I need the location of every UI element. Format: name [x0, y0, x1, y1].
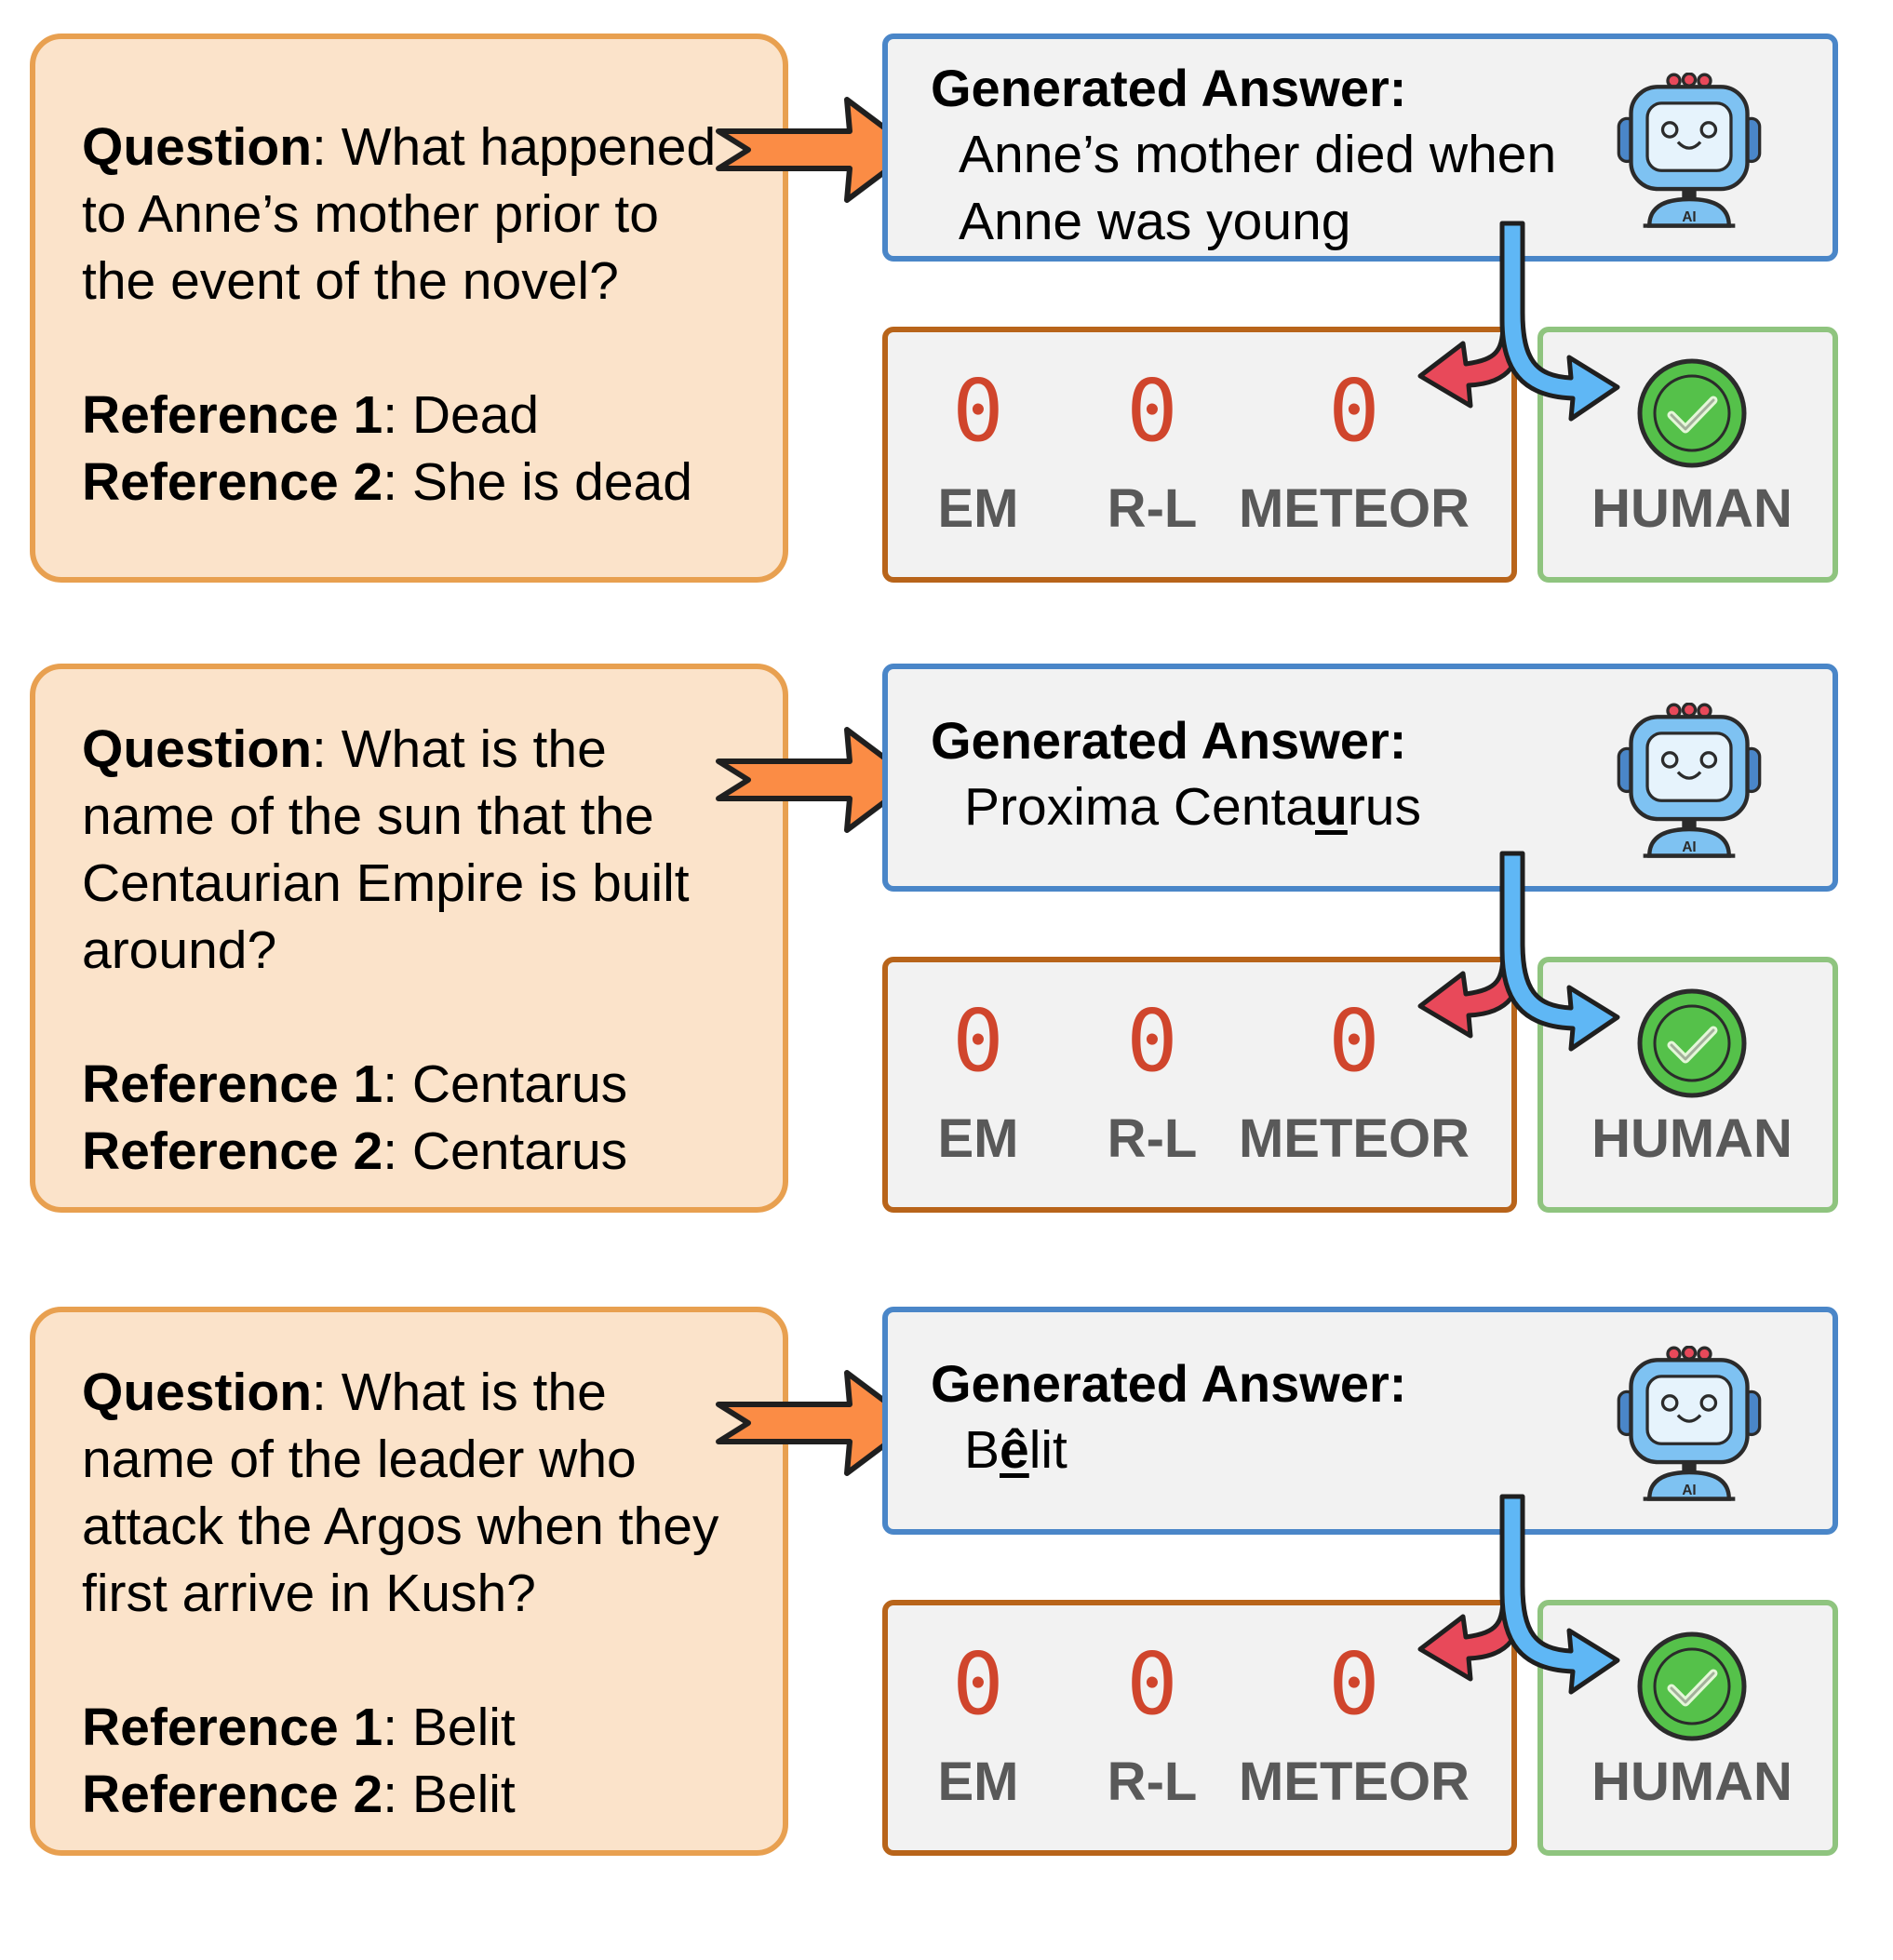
generated-answer-title: Generated Answer: — [931, 59, 1407, 117]
rl-score: 0 — [1126, 991, 1178, 1091]
question-text: Question: What is the name of the sun th… — [82, 719, 690, 980]
robot-badge-label: AI — [1682, 1483, 1696, 1498]
em-label: EM — [937, 1108, 1019, 1169]
check-circle-icon — [1634, 986, 1750, 1101]
question-text: Question: What happened to Anne’s mother… — [82, 117, 717, 311]
split-arrow-icon — [1415, 220, 1638, 452]
human-label: HUMAN — [1591, 1752, 1792, 1812]
human-label: HUMAN — [1591, 478, 1792, 539]
rl-label: R-L — [1107, 1752, 1198, 1812]
em-score: 0 — [952, 361, 1004, 461]
meteor-score: 0 — [1328, 1634, 1380, 1734]
example-3: Question: What is the name of the leader… — [0, 1307, 1893, 1865]
generated-answer-line-2: Anne was young — [959, 192, 1351, 251]
references: Reference 1: Dead Reference 2: She is de… — [82, 382, 738, 516]
metric-scores-box: 0 0 0 EM R-L METEOR — [882, 957, 1517, 1213]
em-label: EM — [937, 1752, 1019, 1812]
mismatch-letter: u — [1315, 777, 1348, 837]
split-arrow-icon — [1415, 850, 1638, 1082]
meteor-score: 0 — [1328, 361, 1380, 461]
rl-label: R-L — [1107, 1108, 1198, 1169]
generated-answer-text: Bêlit — [964, 1420, 1067, 1480]
question-text: Question: What is the name of the leader… — [82, 1363, 719, 1623]
check-circle-icon — [1634, 1629, 1750, 1744]
reference-1: Reference 1: Dead — [82, 385, 540, 445]
metric-scores-box: 0 0 0 EM R-L METEOR — [882, 1600, 1517, 1856]
meteor-score: 0 — [1328, 991, 1380, 1091]
em-score: 0 — [952, 991, 1004, 1091]
reference-1: Reference 1: Centarus — [82, 1054, 628, 1114]
meteor-label: METEOR — [1238, 1108, 1470, 1169]
question-box: Question: What happened to Anne’s mother… — [30, 34, 788, 583]
reference-2: Reference 2: Centarus — [82, 1121, 628, 1181]
reference-2: Reference 2: Belit — [82, 1765, 516, 1824]
reference-1: Reference 1: Belit — [82, 1698, 516, 1757]
robot-icon: AI — [1610, 1346, 1768, 1504]
robot-badge-label: AI — [1682, 839, 1696, 855]
check-circle-icon — [1634, 356, 1750, 471]
human-label: HUMAN — [1591, 1108, 1792, 1169]
example-2: Question: What is the name of the sun th… — [0, 664, 1893, 1222]
generated-answer-title: Generated Answer: — [931, 1354, 1407, 1413]
rl-score: 0 — [1126, 361, 1178, 461]
mismatch-letter: ê — [1000, 1420, 1029, 1480]
question-box: Question: What is the name of the leader… — [30, 1307, 788, 1856]
generated-answer-line-1: Anne’s mother died when — [959, 125, 1557, 184]
meteor-label: METEOR — [1238, 478, 1470, 539]
generated-answer-text: Proxima Centaurus — [964, 777, 1422, 837]
rl-label: R-L — [1107, 478, 1198, 539]
reference-2: Reference 2: She is dead — [82, 452, 692, 512]
meteor-label: METEOR — [1238, 1752, 1470, 1812]
robot-badge-label: AI — [1682, 209, 1696, 225]
em-label: EM — [937, 478, 1019, 539]
metric-scores-box: 0 0 0 EM R-L METEOR — [882, 327, 1517, 583]
references: Reference 1: Belit Reference 2: Belit — [82, 1694, 738, 1828]
question-box: Question: What is the name of the sun th… — [30, 664, 788, 1213]
example-1: Question: What happened to Anne’s mother… — [0, 34, 1893, 592]
human-judgement-box: HUMAN — [1537, 327, 1838, 583]
generated-answer-title: Generated Answer: — [931, 711, 1407, 770]
robot-icon: AI — [1610, 73, 1768, 231]
rl-score: 0 — [1126, 1634, 1178, 1734]
references: Reference 1: Centarus Reference 2: Centa… — [82, 1051, 738, 1185]
robot-icon: AI — [1610, 703, 1768, 861]
em-score: 0 — [952, 1634, 1004, 1734]
split-arrow-icon — [1415, 1493, 1638, 1725]
human-judgement-box: HUMAN — [1537, 1600, 1838, 1856]
